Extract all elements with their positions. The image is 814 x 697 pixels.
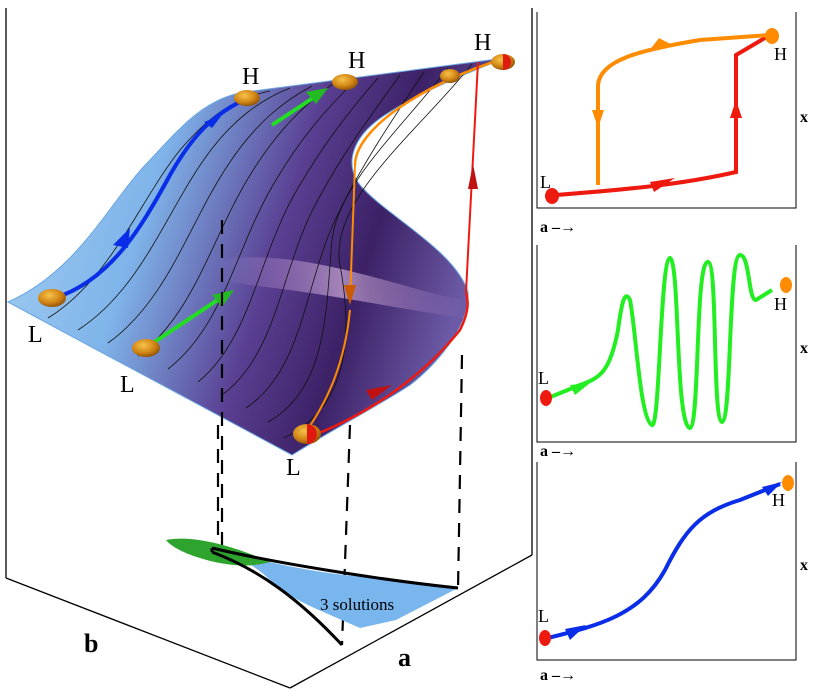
label-low-2: L — [120, 372, 135, 398]
red-path-front — [299, 291, 469, 442]
panel1-x-label: a –→ — [540, 219, 576, 236]
orange-drop-line — [349, 164, 356, 301]
label-high-2: H — [348, 48, 365, 74]
green-arrow-upper — [306, 88, 328, 104]
axis-label-a: a — [398, 643, 411, 672]
orange-path-top — [353, 56, 506, 166]
projection-lines — [216, 220, 464, 646]
blue-arrow-2 — [204, 115, 222, 128]
blue-arrow-1 — [113, 228, 130, 248]
cusp-region — [212, 548, 458, 628]
label-low-1: L — [28, 322, 43, 348]
axis-label-b: b — [84, 629, 98, 658]
panel3-end-label: H — [772, 490, 785, 510]
panel3-y-label: x — [800, 557, 808, 574]
cusp-leaf — [166, 538, 270, 566]
cusp-surface — [6, 57, 506, 456]
cusp-boundary — [210, 546, 459, 647]
label-high-1: H — [242, 64, 259, 90]
fold-glow — [215, 257, 468, 318]
panel1-y-label: x — [800, 109, 808, 126]
panel1-start-label: L — [540, 172, 551, 192]
panel-smooth: x a –→ L H — [536, 462, 808, 684]
label-low-3: L — [286, 455, 301, 481]
green-path-lower — [148, 291, 230, 347]
red-front-arrow — [366, 385, 392, 400]
panel2-y-label: x — [800, 340, 808, 357]
panel2-x-label: a –→ — [540, 443, 576, 460]
panel2-start-label: L — [538, 368, 549, 388]
orange-drop-arrow — [344, 285, 356, 305]
panel3-x-label: a –→ — [540, 667, 576, 684]
panel2-end-label: H — [774, 294, 787, 314]
panel-hysteresis: x a –→ L H — [536, 12, 808, 236]
panel1-end-label: H — [774, 44, 787, 64]
label-high-3: H — [474, 30, 491, 56]
panel3-start-label: L — [538, 606, 549, 626]
box-frame — [5, 8, 533, 689]
panel-oscillation: x a –→ L H — [536, 245, 808, 460]
state-balls — [38, 54, 515, 444]
three-solutions-label: 3 solutions — [320, 595, 394, 614]
red-jump-arrow — [468, 164, 478, 189]
